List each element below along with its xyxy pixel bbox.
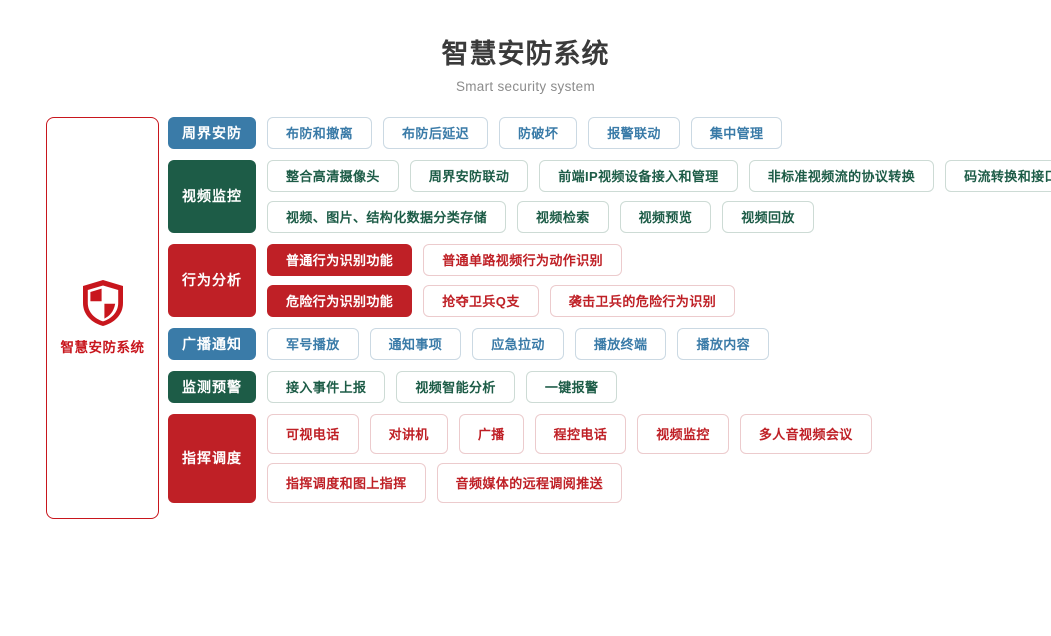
category-label[interactable]: 指挥调度 — [168, 413, 256, 503]
category-label[interactable]: 广播通知 — [168, 327, 256, 360]
chip-line: 普通行为识别功能普通单路视频行为动作识别 — [267, 243, 735, 276]
category-label[interactable]: 监测预警 — [168, 370, 256, 403]
category-row: 广播通知军号播放通知事项应急拉动播放终端播放内容 — [168, 327, 1051, 360]
category-row: 视频监控整合高清摄像头周界安防联动前端IP视频设备接入和管理非标准视频流的协议转… — [168, 159, 1051, 233]
feature-chip[interactable]: 播放终端 — [574, 327, 667, 360]
chip-line: 接入事件上报视频智能分析一键报警 — [267, 370, 618, 403]
chip-line: 视频、图片、结构化数据分类存储视频检索视频预览视频回放 — [267, 200, 1051, 233]
brand-label: 智慧安防系统 — [60, 340, 145, 356]
feature-chip[interactable]: 音频媒体的远程调阅推送 — [436, 462, 623, 503]
chip-line: 指挥调度和图上指挥音频媒体的远程调阅推送 — [267, 462, 872, 503]
chip-group: 可视电话对讲机广播程控电话视频监控多人音视频会议指挥调度和图上指挥音频媒体的远程… — [267, 413, 872, 503]
feature-chip[interactable]: 视频智能分析 — [396, 370, 515, 403]
category-label[interactable]: 周界安防 — [168, 116, 256, 149]
feature-chip[interactable]: 抢夺卫兵Q支 — [423, 284, 539, 317]
chip-group: 普通行为识别功能普通单路视频行为动作识别危险行为识别功能抢夺卫兵Q支袭击卫兵的危… — [267, 243, 736, 317]
feature-chip[interactable]: 前端IP视频设备接入和管理 — [539, 159, 738, 192]
chip-line: 军号播放通知事项应急拉动播放终端播放内容 — [267, 327, 770, 360]
feature-chip[interactable]: 视频、图片、结构化数据分类存储 — [267, 200, 507, 233]
category-label[interactable]: 行为分析 — [168, 243, 256, 317]
feature-chip[interactable]: 通知事项 — [369, 327, 462, 360]
category-row: 周界安防布防和撤离布防后延迟防破坏报警联动集中管理 — [168, 116, 1051, 149]
feature-chip[interactable]: 可视电话 — [267, 413, 359, 454]
page-header: 智慧安防系统 Smart security system — [0, 0, 1051, 94]
architecture-diagram: 智慧安防系统 周界安防布防和撤离布防后延迟防破坏报警联动集中管理视频监控整合高清… — [0, 116, 1051, 519]
feature-chip[interactable]: 码流转换和接口转换 — [945, 159, 1051, 192]
feature-chip[interactable]: 布防后延迟 — [383, 116, 489, 149]
category-row: 指挥调度可视电话对讲机广播程控电话视频监控多人音视频会议指挥调度和图上指挥音频媒… — [168, 413, 1051, 503]
page-title: 智慧安防系统 — [441, 39, 610, 69]
feature-chip[interactable]: 整合高清摄像头 — [267, 159, 399, 192]
feature-chip[interactable]: 播放内容 — [677, 327, 770, 360]
chip-group: 接入事件上报视频智能分析一键报警 — [267, 370, 618, 403]
category-label[interactable]: 视频监控 — [168, 159, 256, 233]
feature-chip[interactable]: 集中管理 — [690, 116, 783, 149]
feature-chip[interactable]: 布防和撤离 — [267, 116, 373, 149]
feature-chip[interactable]: 非标准视频流的协议转换 — [748, 159, 935, 192]
feature-chip[interactable]: 袭击卫兵的危险行为识别 — [549, 284, 736, 317]
feature-chip[interactable]: 防破坏 — [499, 116, 578, 149]
feature-chip[interactable]: 报警联动 — [588, 116, 680, 149]
feature-chip[interactable]: 普通单路视频行为动作识别 — [423, 243, 623, 276]
feature-chip[interactable]: 危险行为识别功能 — [267, 284, 413, 317]
chip-group: 整合高清摄像头周界安防联动前端IP视频设备接入和管理非标准视频流的协议转换码流转… — [267, 159, 1051, 233]
feature-chip[interactable]: 军号播放 — [267, 327, 359, 360]
feature-chip[interactable]: 对讲机 — [369, 413, 448, 454]
brand-panel: 智慧安防系统 — [46, 116, 159, 519]
feature-chip[interactable]: 视频检索 — [517, 200, 609, 233]
chip-line: 危险行为识别功能抢夺卫兵Q支袭击卫兵的危险行为识别 — [267, 284, 736, 317]
feature-chip[interactable]: 广播 — [458, 413, 524, 454]
chip-group: 布防和撤离布防后延迟防破坏报警联动集中管理 — [267, 116, 783, 149]
row-list: 周界安防布防和撤离布防后延迟防破坏报警联动集中管理视频监控整合高清摄像头周界安防… — [168, 116, 1051, 519]
feature-chip[interactable]: 视频监控 — [637, 413, 729, 454]
feature-chip[interactable]: 应急拉动 — [472, 327, 564, 360]
feature-chip[interactable]: 程控电话 — [534, 413, 627, 454]
feature-chip[interactable]: 多人音视频会议 — [739, 413, 872, 454]
chip-line: 布防和撤离布防后延迟防破坏报警联动集中管理 — [267, 116, 783, 149]
category-row: 监测预警接入事件上报视频智能分析一键报警 — [168, 370, 1051, 403]
feature-chip[interactable]: 指挥调度和图上指挥 — [267, 462, 426, 503]
chip-line: 整合高清摄像头周界安防联动前端IP视频设备接入和管理非标准视频流的协议转换码流转… — [267, 159, 1051, 192]
feature-chip[interactable]: 普通行为识别功能 — [267, 243, 413, 276]
feature-chip[interactable]: 一键报警 — [525, 370, 618, 403]
feature-chip[interactable]: 接入事件上报 — [267, 370, 386, 403]
page-subtitle: Smart security system — [455, 78, 596, 94]
feature-chip[interactable]: 视频预览 — [619, 200, 712, 233]
chip-line: 可视电话对讲机广播程控电话视频监控多人音视频会议 — [267, 413, 872, 454]
shield-icon — [82, 280, 123, 327]
feature-chip[interactable]: 视频回放 — [722, 200, 814, 233]
category-row: 行为分析普通行为识别功能普通单路视频行为动作识别危险行为识别功能抢夺卫兵Q支袭击… — [168, 243, 1051, 317]
feature-chip[interactable]: 周界安防联动 — [409, 159, 529, 192]
chip-group: 军号播放通知事项应急拉动播放终端播放内容 — [267, 327, 770, 360]
